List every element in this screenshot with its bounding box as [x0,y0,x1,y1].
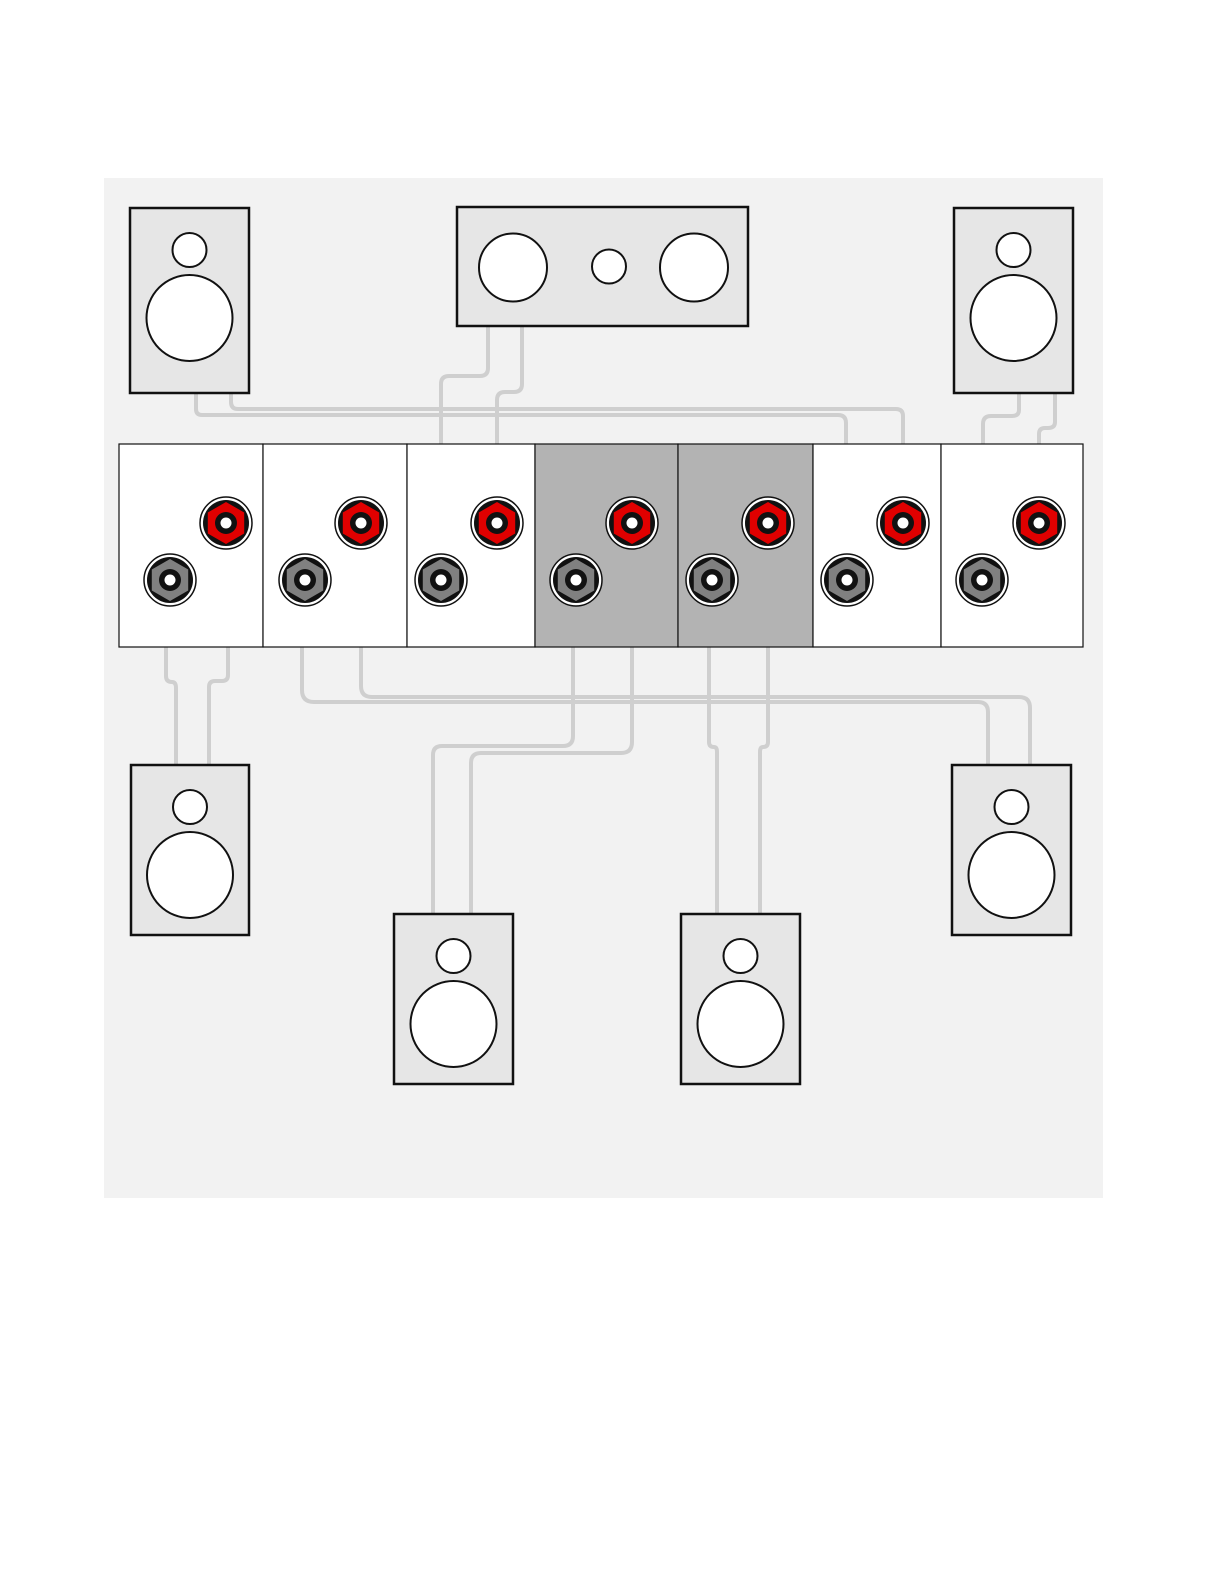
positive-terminal-front-left [877,497,929,549]
negative-terminal-surround-left [550,554,602,606]
negative-terminal-front-right [956,554,1008,606]
receiver-section-surround-right [678,444,813,647]
speaker-front-right [954,208,1073,393]
tweeter [173,790,207,824]
positive-terminal-surround-left [606,497,658,549]
woofer-left [479,234,547,302]
woofer [971,275,1057,361]
woofer [411,981,497,1067]
negative-terminal-surround-back-right [279,554,331,606]
woofer-right [660,234,728,302]
woofer [698,981,784,1067]
positive-terminal-surround-right [742,497,794,549]
woofer [969,832,1055,918]
tweeter [173,233,207,267]
woofer [147,275,233,361]
positive-terminal-surround-back-left [200,497,252,549]
positive-terminal-surround-back-right [335,497,387,549]
receiver-section-center [407,444,535,647]
speaker-surround-back-right [952,765,1071,935]
speaker-front-left [130,208,249,393]
positive-terminal-center [471,497,523,549]
tweeter [592,250,626,284]
negative-terminal-front-left [821,554,873,606]
woofer [147,832,233,918]
negative-terminal-center [415,554,467,606]
negative-terminal-surround-back-left [144,554,196,606]
speaker-surround-left [394,914,513,1084]
receiver-terminal-strip [119,444,1083,647]
receiver-section-surround-left [535,444,678,647]
tweeter [997,233,1031,267]
speaker-center [457,207,748,326]
receiver-section-surround-back-left [119,444,263,647]
receiver-section-surround-back-right [263,444,407,647]
tweeter [437,939,471,973]
speaker-surround-right [681,914,800,1084]
tweeter [995,790,1029,824]
tweeter [724,939,758,973]
positive-terminal-front-right [1013,497,1065,549]
receiver-section-front-left [813,444,941,647]
speaker-surround-back-left [131,765,249,935]
receiver-section-front-right [941,444,1083,647]
negative-terminal-surround-right [686,554,738,606]
